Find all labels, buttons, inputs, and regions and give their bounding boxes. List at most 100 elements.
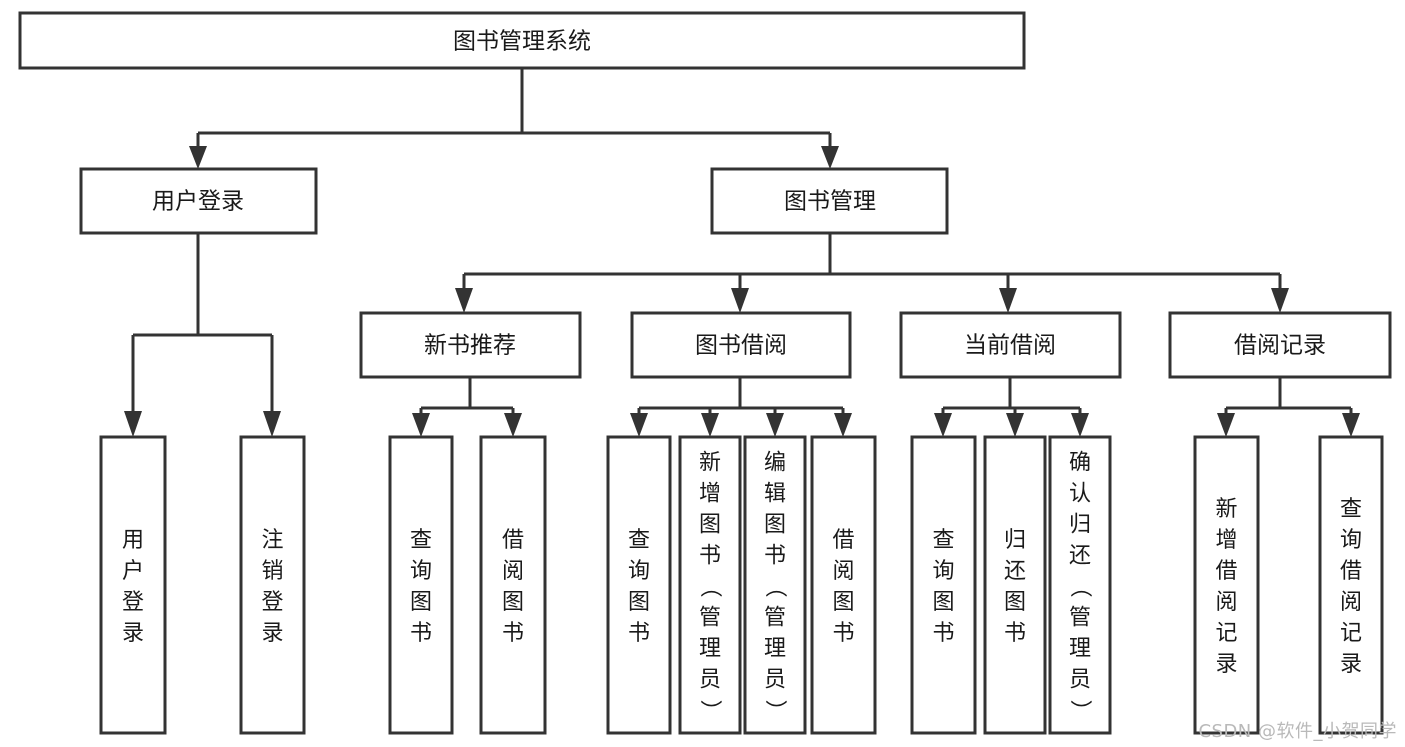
- node-borrow-record[interactable]: 借阅记录: [1168, 311, 1392, 379]
- arrow-head-leaf-logout: [263, 411, 281, 437]
- leaf-query-book-3[interactable]: [910, 435, 977, 735]
- leaf-label-char: 用: [122, 528, 144, 553]
- node-book-management[interactable]: 图书管理: [710, 167, 949, 235]
- leaf-return-book[interactable]: [983, 435, 1047, 735]
- leaf-user-login-box[interactable]: [99, 435, 167, 735]
- leaf-label-char: 还: [1004, 559, 1026, 584]
- leaf-query-book-2-box[interactable]: [606, 435, 672, 735]
- leaf-borrow-book-2-box[interactable]: [810, 435, 877, 735]
- leaf-add-book[interactable]: [678, 435, 742, 735]
- leaf-query-book-1-box[interactable]: [388, 435, 454, 735]
- connector-group-root: [189, 68, 839, 169]
- leaf-label-char: 图: [699, 513, 721, 538]
- leaf-label-char: 录: [261, 621, 283, 646]
- leaf-label-char: 图: [628, 590, 650, 615]
- leaf-logout[interactable]: [239, 435, 306, 735]
- leaf-label-char: ）: [1067, 700, 1092, 722]
- leaf-add-record[interactable]: [1193, 435, 1260, 735]
- node-book-borrow[interactable]: 图书借阅: [630, 311, 852, 379]
- leaf-label-char: 管: [764, 606, 786, 631]
- arrow-head-leaf-query-book-1: [412, 413, 430, 437]
- leaf-edit-book[interactable]: [743, 435, 807, 735]
- node-new-book-recommend-box[interactable]: [359, 311, 582, 379]
- leaf-return-book-box[interactable]: [983, 435, 1047, 735]
- node-user-login[interactable]: 用户登录: [79, 167, 318, 235]
- node-current-borrow-label: 当前借阅: [964, 333, 1056, 359]
- leaf-label-char: 理: [699, 637, 721, 662]
- leaf-label-char: 书: [764, 544, 786, 569]
- leaf-label-leaf-user-login: 用户登录: [122, 528, 144, 646]
- leaf-label-char: 注: [261, 528, 283, 553]
- leaf-query-record[interactable]: [1318, 435, 1384, 735]
- leaf-label-char: 图: [410, 590, 432, 615]
- leaf-borrow-book-1[interactable]: [479, 435, 547, 735]
- arrow-head-leaf-return-book: [1006, 413, 1024, 437]
- leaf-user-login[interactable]: [99, 435, 167, 735]
- leaf-query-book-3-box[interactable]: [910, 435, 977, 735]
- leaf-label-char: 管: [1069, 606, 1091, 631]
- watermark-text: CSDN @软件_小贺同学: [1198, 721, 1397, 742]
- node-root[interactable]: 图书管理系统: [18, 11, 1026, 70]
- leaf-label-char: 图: [832, 590, 854, 615]
- node-book-management-box[interactable]: [710, 167, 949, 235]
- node-root-box[interactable]: [18, 11, 1026, 70]
- leaf-confirm-return[interactable]: [1048, 435, 1112, 735]
- leaf-label-char: 书: [932, 621, 954, 646]
- node-current-borrow[interactable]: 当前借阅: [899, 311, 1122, 379]
- leaf-confirm-return-box[interactable]: [1048, 435, 1112, 735]
- leaf-label-char: 图: [502, 590, 524, 615]
- leaf-label-group: 用户登录注销登录查询图书借阅图书查询图书新增图书（管理员）编辑图书（管理员）借阅…: [122, 451, 1362, 722]
- leaf-label-char: 查: [410, 528, 432, 553]
- arrow-head-user-login: [189, 146, 207, 169]
- node-user-login-box[interactable]: [79, 167, 318, 235]
- node-new-book-recommend-label: 新书推荐: [424, 333, 516, 359]
- connector-group-book-borrow: [630, 377, 852, 437]
- leaf-query-book-1[interactable]: [388, 435, 454, 735]
- leaf-label-char: 员: [764, 668, 786, 693]
- leaf-query-record-box[interactable]: [1318, 435, 1384, 735]
- node-root-label: 图书管理系统: [453, 29, 591, 55]
- node-new-book-recommend[interactable]: 新书推荐: [359, 311, 582, 379]
- node-book-borrow-box[interactable]: [630, 311, 852, 379]
- leaf-edit-book-box[interactable]: [743, 435, 807, 735]
- leaf-label-char: （: [762, 576, 787, 598]
- arrow-head-leaf-borrow-book-1: [504, 413, 522, 437]
- leaf-label-char: 图: [764, 513, 786, 538]
- leaf-label-char: 理: [764, 637, 786, 662]
- leaf-label-char: 书: [1004, 621, 1026, 646]
- arrow-head-leaf-query-book-2: [630, 413, 648, 437]
- leaf-logout-box[interactable]: [239, 435, 306, 735]
- arrow-head-current-borrow: [999, 288, 1017, 313]
- leaf-label-char: 销: [261, 559, 283, 584]
- leaf-borrow-book-2[interactable]: [810, 435, 877, 735]
- leaf-label-char: 归: [1004, 528, 1026, 553]
- leaf-label-char: 编: [764, 451, 786, 476]
- node-current-borrow-box[interactable]: [899, 311, 1122, 379]
- leaf-label-char: 记: [1340, 621, 1362, 646]
- leaf-add-book-box[interactable]: [678, 435, 742, 735]
- node-borrow-record-label: 借阅记录: [1234, 333, 1326, 359]
- leaf-label-char: 登: [261, 590, 283, 615]
- leaf-label-char: 查: [932, 528, 954, 553]
- leaf-query-book-2[interactable]: [606, 435, 672, 735]
- node-borrow-record-box[interactable]: [1168, 311, 1392, 379]
- leaf-label-char: （: [697, 576, 722, 598]
- leaf-borrow-book-1-box[interactable]: [479, 435, 547, 735]
- leaf-label-char: 图: [932, 590, 954, 615]
- leaf-add-record-box[interactable]: [1193, 435, 1260, 735]
- leaf-label-char: 询: [1340, 528, 1362, 553]
- connector-group-borrow-record: [1217, 377, 1360, 437]
- leaf-label-char: 辑: [764, 482, 786, 507]
- leaf-label-char: 归: [1069, 513, 1091, 538]
- leaf-label-char: ）: [762, 700, 787, 722]
- leaf-label-char: 录: [122, 621, 144, 646]
